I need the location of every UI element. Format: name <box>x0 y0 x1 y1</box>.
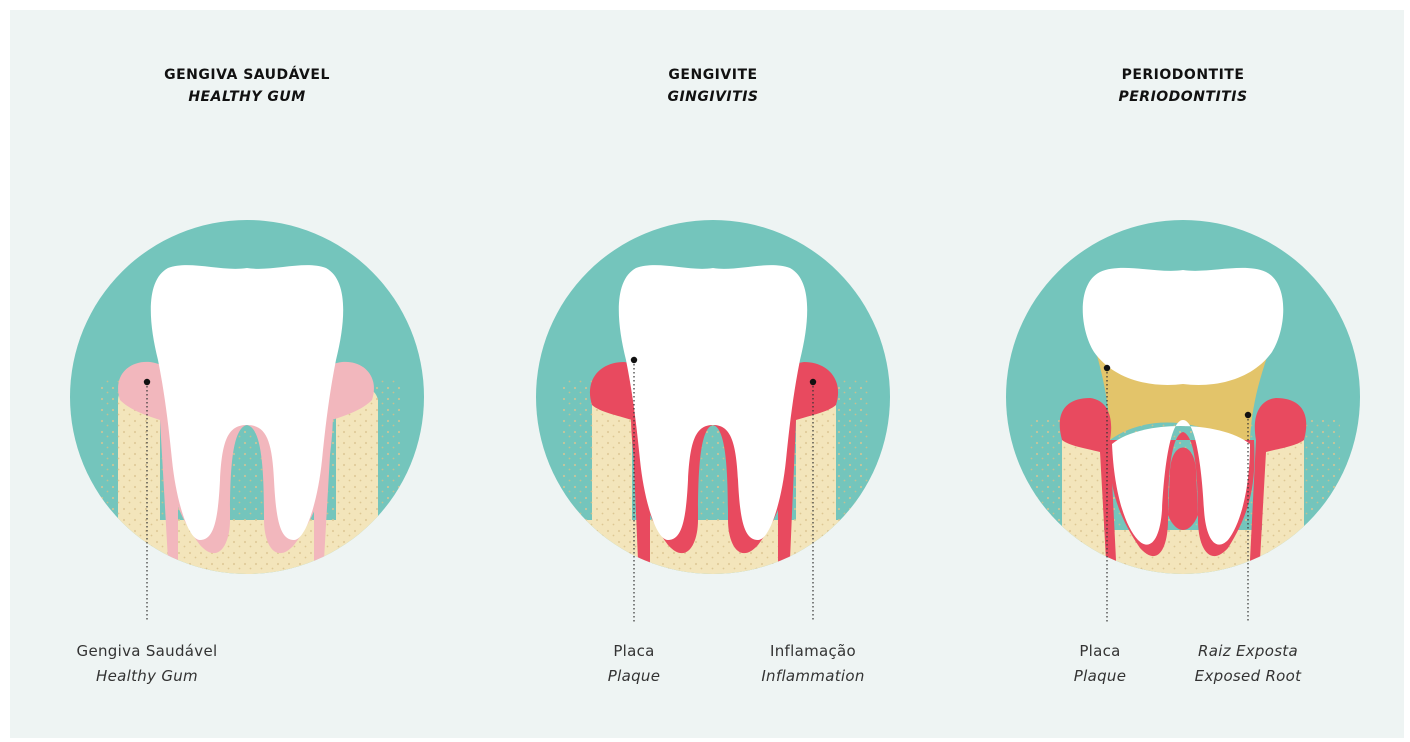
title-en: HEALTHY GUM <box>67 86 427 108</box>
title-healthy: GENGIVA SAUDÁVEL HEALTHY GUM <box>67 64 427 108</box>
label-pt: Raiz Exposta <box>1148 639 1348 664</box>
healthy-gum-illustration <box>70 220 424 610</box>
label-en: Exposed Root <box>1148 664 1348 689</box>
label-pt: Gengiva Saudável <box>47 639 247 664</box>
label-healthy-gum: Gengiva Saudável Healthy Gum <box>47 639 247 689</box>
title-pt: PERIODONTITE <box>1003 64 1363 86</box>
label-en: Plaque <box>534 664 734 689</box>
label-en: Healthy Gum <box>47 664 247 689</box>
gingivitis-illustration <box>536 220 890 610</box>
dot-plaque-gingivitis <box>631 357 637 363</box>
title-gingivitis: GENGIVITE GINGIVITIS <box>533 64 893 108</box>
label-pt: Placa <box>534 639 734 664</box>
dot-inflammation <box>810 379 816 385</box>
label-pt: Inflamação <box>713 639 913 664</box>
label-plaque-gingivitis: Placa Plaque <box>534 639 734 689</box>
label-inflammation: Inflamação Inflammation <box>713 639 913 689</box>
periodontitis-illustration <box>1006 220 1360 610</box>
title-en: PERIODONTITIS <box>1003 86 1363 108</box>
title-periodontitis: PERIODONTITE PERIODONTITIS <box>1003 64 1363 108</box>
crown-periodontitis <box>1083 268 1284 385</box>
title-pt: GENGIVITE <box>533 64 893 86</box>
dot-plaque-periodontitis <box>1104 365 1110 371</box>
label-exposed-root: Raiz Exposta Exposed Root <box>1148 639 1348 689</box>
dot-exposed-root <box>1245 412 1251 418</box>
title-pt: GENGIVA SAUDÁVEL <box>67 64 427 86</box>
title-en: GINGIVITIS <box>533 86 893 108</box>
dot-healthy-gum <box>144 379 150 385</box>
label-en: Inflammation <box>713 664 913 689</box>
